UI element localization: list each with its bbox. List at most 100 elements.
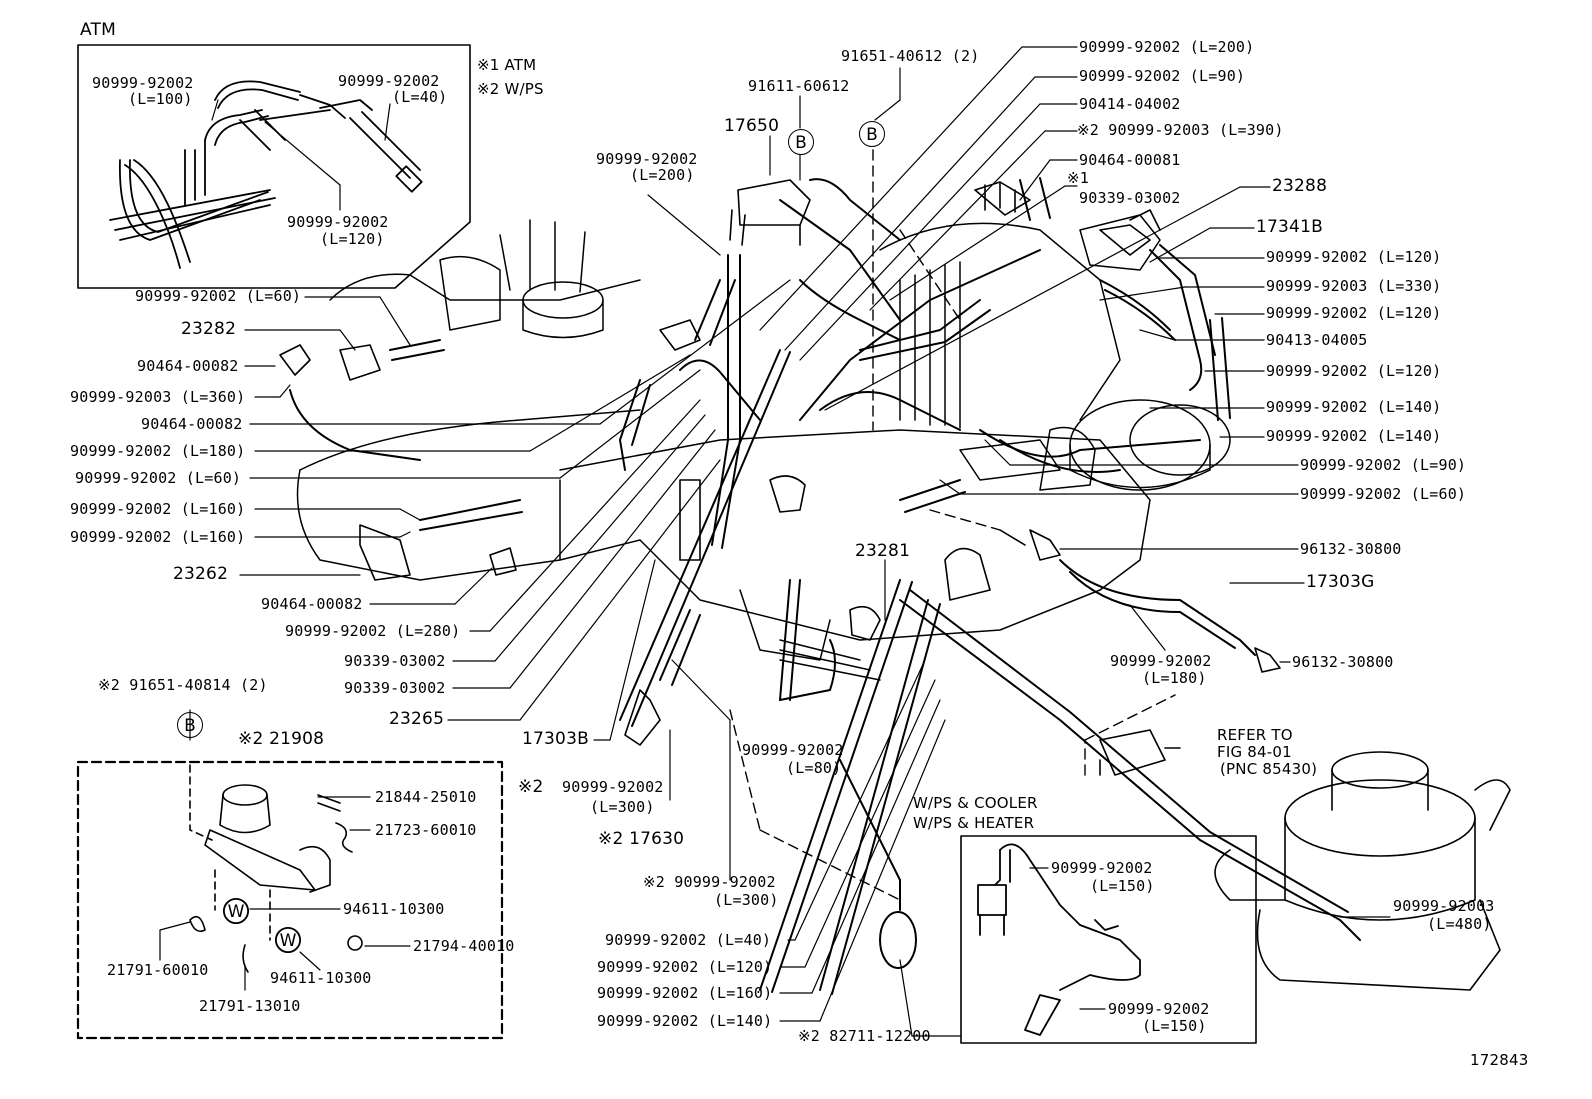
left-label-7: 90999-92002 (L=60)	[75, 469, 242, 487]
note-atm: ※1 ATM	[477, 56, 537, 74]
right-label-10: 90999-92002 (L=120)	[1266, 248, 1442, 266]
vsv-label-21723: 21723-60010	[375, 821, 477, 839]
atm-label-b2: (L=40)	[392, 88, 448, 106]
right-label-3: 90414-04002	[1079, 95, 1181, 113]
left-label-1: 90999-92002 (L=60)	[135, 287, 302, 305]
ps-label-b2: (L=150)	[1142, 1017, 1207, 1035]
label-hose-480: 90999-92003	[1393, 897, 1495, 915]
washer-w-1: W	[223, 898, 249, 924]
right-label-2: 90999-92002 (L=90)	[1079, 67, 1246, 85]
right-label-5: 90464-00081	[1079, 151, 1181, 169]
left-label-14: 90339-03002	[344, 679, 446, 697]
note-cooler: W/PS & COOLER	[913, 794, 1038, 812]
connector-b-top-right: B	[859, 121, 885, 147]
right-label-7: 90339-03002	[1079, 189, 1181, 207]
right-label-11: 90999-92003 (L=330)	[1266, 277, 1442, 295]
right-label-18: 90999-92002 (L=60)	[1300, 485, 1467, 503]
vsv-label-91651: ※2 91651-40814 (2)	[98, 676, 268, 694]
right-label-13: 90413-04005	[1266, 331, 1368, 349]
vsv-inset-frame	[76, 760, 504, 1040]
left-label-2: 23282	[181, 319, 237, 339]
left-label-12: 90999-92002 (L=280)	[285, 622, 461, 640]
right-label-16: 90999-92002 (L=140)	[1266, 427, 1442, 445]
left-label-16: 17303B	[522, 729, 589, 749]
label-hose-160-bottom: 90999-92002 (L=160)	[597, 984, 773, 1002]
label-hose-180-right: 90999-92002	[1110, 652, 1212, 670]
left-label-5: 90464-00082	[141, 415, 243, 433]
note-heater: W/PS & HEATER	[913, 814, 1035, 832]
right-label-17: 90999-92002 (L=90)	[1300, 456, 1467, 474]
right-label-15: 90999-92002 (L=140)	[1266, 398, 1442, 416]
left-label-11: 90464-00082	[261, 595, 363, 613]
label-91651-40612: 91651-40612 (2)	[841, 47, 980, 65]
label-23281: 23281	[855, 541, 911, 561]
refer-line-3: (PNC 85430)	[1220, 760, 1318, 778]
refer-line-2: FIG 84-01	[1217, 743, 1292, 761]
left-label-4: 90999-92003 (L=360)	[70, 388, 246, 406]
label-hose-180-right-length: (L=180)	[1142, 669, 1207, 687]
left-label-15: 23265	[389, 709, 445, 729]
vsv-label-94611-b: 94611-10300	[270, 969, 372, 987]
left-label-8: 90999-92002 (L=160)	[70, 500, 246, 518]
vacuum-hoses	[289, 177, 1361, 995]
label-hose-300-b: ※2 90999-92002	[643, 873, 776, 891]
vsv-label-21791-a: 21791-60010	[107, 961, 209, 979]
label-82711-12200: ※2 82711-12200	[798, 1027, 931, 1045]
connector-b-top-left: B	[788, 129, 814, 155]
left-label-13: 90339-03002	[344, 652, 446, 670]
small-parts	[279, 179, 1281, 776]
right-label-8: 23288	[1272, 176, 1328, 196]
label-17630: ※2 17630	[598, 829, 685, 849]
atm-label-a1: 90999-92002	[92, 74, 194, 92]
page-title: ATM	[80, 20, 116, 40]
atm-label-c1: 90999-92002	[287, 213, 389, 231]
atm-label-a2: (L=100)	[128, 90, 193, 108]
vsv-label-21908: ※2 21908	[238, 729, 325, 749]
right-label-12: 90999-92002 (L=120)	[1266, 304, 1442, 322]
left-label-6: 90999-92002 (L=180)	[70, 442, 246, 460]
right-label-6: ※1	[1067, 169, 1089, 187]
label-hose-120-bottom: 90999-92002 (L=120)	[597, 958, 773, 976]
connector-b-inset: B	[177, 712, 203, 738]
label-hose-80: 90999-92002	[742, 741, 844, 759]
label-hose-300-a-length: (L=300)	[590, 798, 655, 816]
right-label-9: 17341B	[1256, 217, 1323, 237]
washer-w-2: W	[275, 927, 301, 953]
vsv-label-21844: 21844-25010	[375, 788, 477, 806]
engine-body	[296, 214, 1231, 681]
atm-label-c2: (L=120)	[320, 230, 385, 248]
right-label-21: 96132-30800	[1292, 653, 1394, 671]
label-hose-200-length: (L=200)	[630, 166, 695, 184]
right-label-14: 90999-92002 (L=120)	[1266, 362, 1442, 380]
ps-inset-frame	[960, 835, 1257, 1044]
right-label-4: ※2 90999-92003 (L=390)	[1077, 121, 1284, 139]
label-hose-80-length: (L=80)	[786, 759, 842, 777]
label-hose-300-b-length: (L=300)	[714, 891, 779, 909]
left-label-3: 90464-00082	[137, 357, 239, 375]
label-hose-40: 90999-92002 (L=40)	[605, 931, 772, 949]
dashed-connectors	[729, 149, 1176, 901]
atm-inset-frame	[77, 44, 471, 289]
label-hose-140-bottom: 90999-92002 (L=140)	[597, 1012, 773, 1030]
note-wps: ※2 W/PS	[477, 80, 544, 98]
ps-label-a1: 90999-92002	[1051, 859, 1153, 877]
left-label-10: 23262	[173, 564, 229, 584]
atm-inset-hoses	[109, 80, 423, 269]
figure-number: 172843	[1470, 1051, 1529, 1069]
left-label-9: 90999-92002 (L=160)	[70, 528, 246, 546]
vsv-label-94611-a: 94611-10300	[343, 900, 445, 918]
vsv-label-21791-b: 21791-13010	[199, 997, 301, 1015]
right-label-20: 17303G	[1306, 572, 1375, 592]
ps-label-b1: 90999-92002	[1108, 1000, 1210, 1018]
right-label-1: 90999-92002 (L=200)	[1079, 38, 1255, 56]
label-17650: 17650	[724, 116, 780, 136]
vsv-inset-parts	[189, 764, 363, 973]
ps-label-a2: (L=150)	[1090, 877, 1155, 895]
label-91611-60612: 91611-60612	[748, 77, 850, 95]
label-note-2-mid: ※2	[518, 777, 544, 797]
ps-inset-parts	[977, 843, 1141, 1036]
label-hose-300-a: 90999-92002	[562, 778, 664, 796]
air-cleaner	[1214, 751, 1511, 991]
vsv-label-21794: 21794-40010	[413, 937, 515, 955]
